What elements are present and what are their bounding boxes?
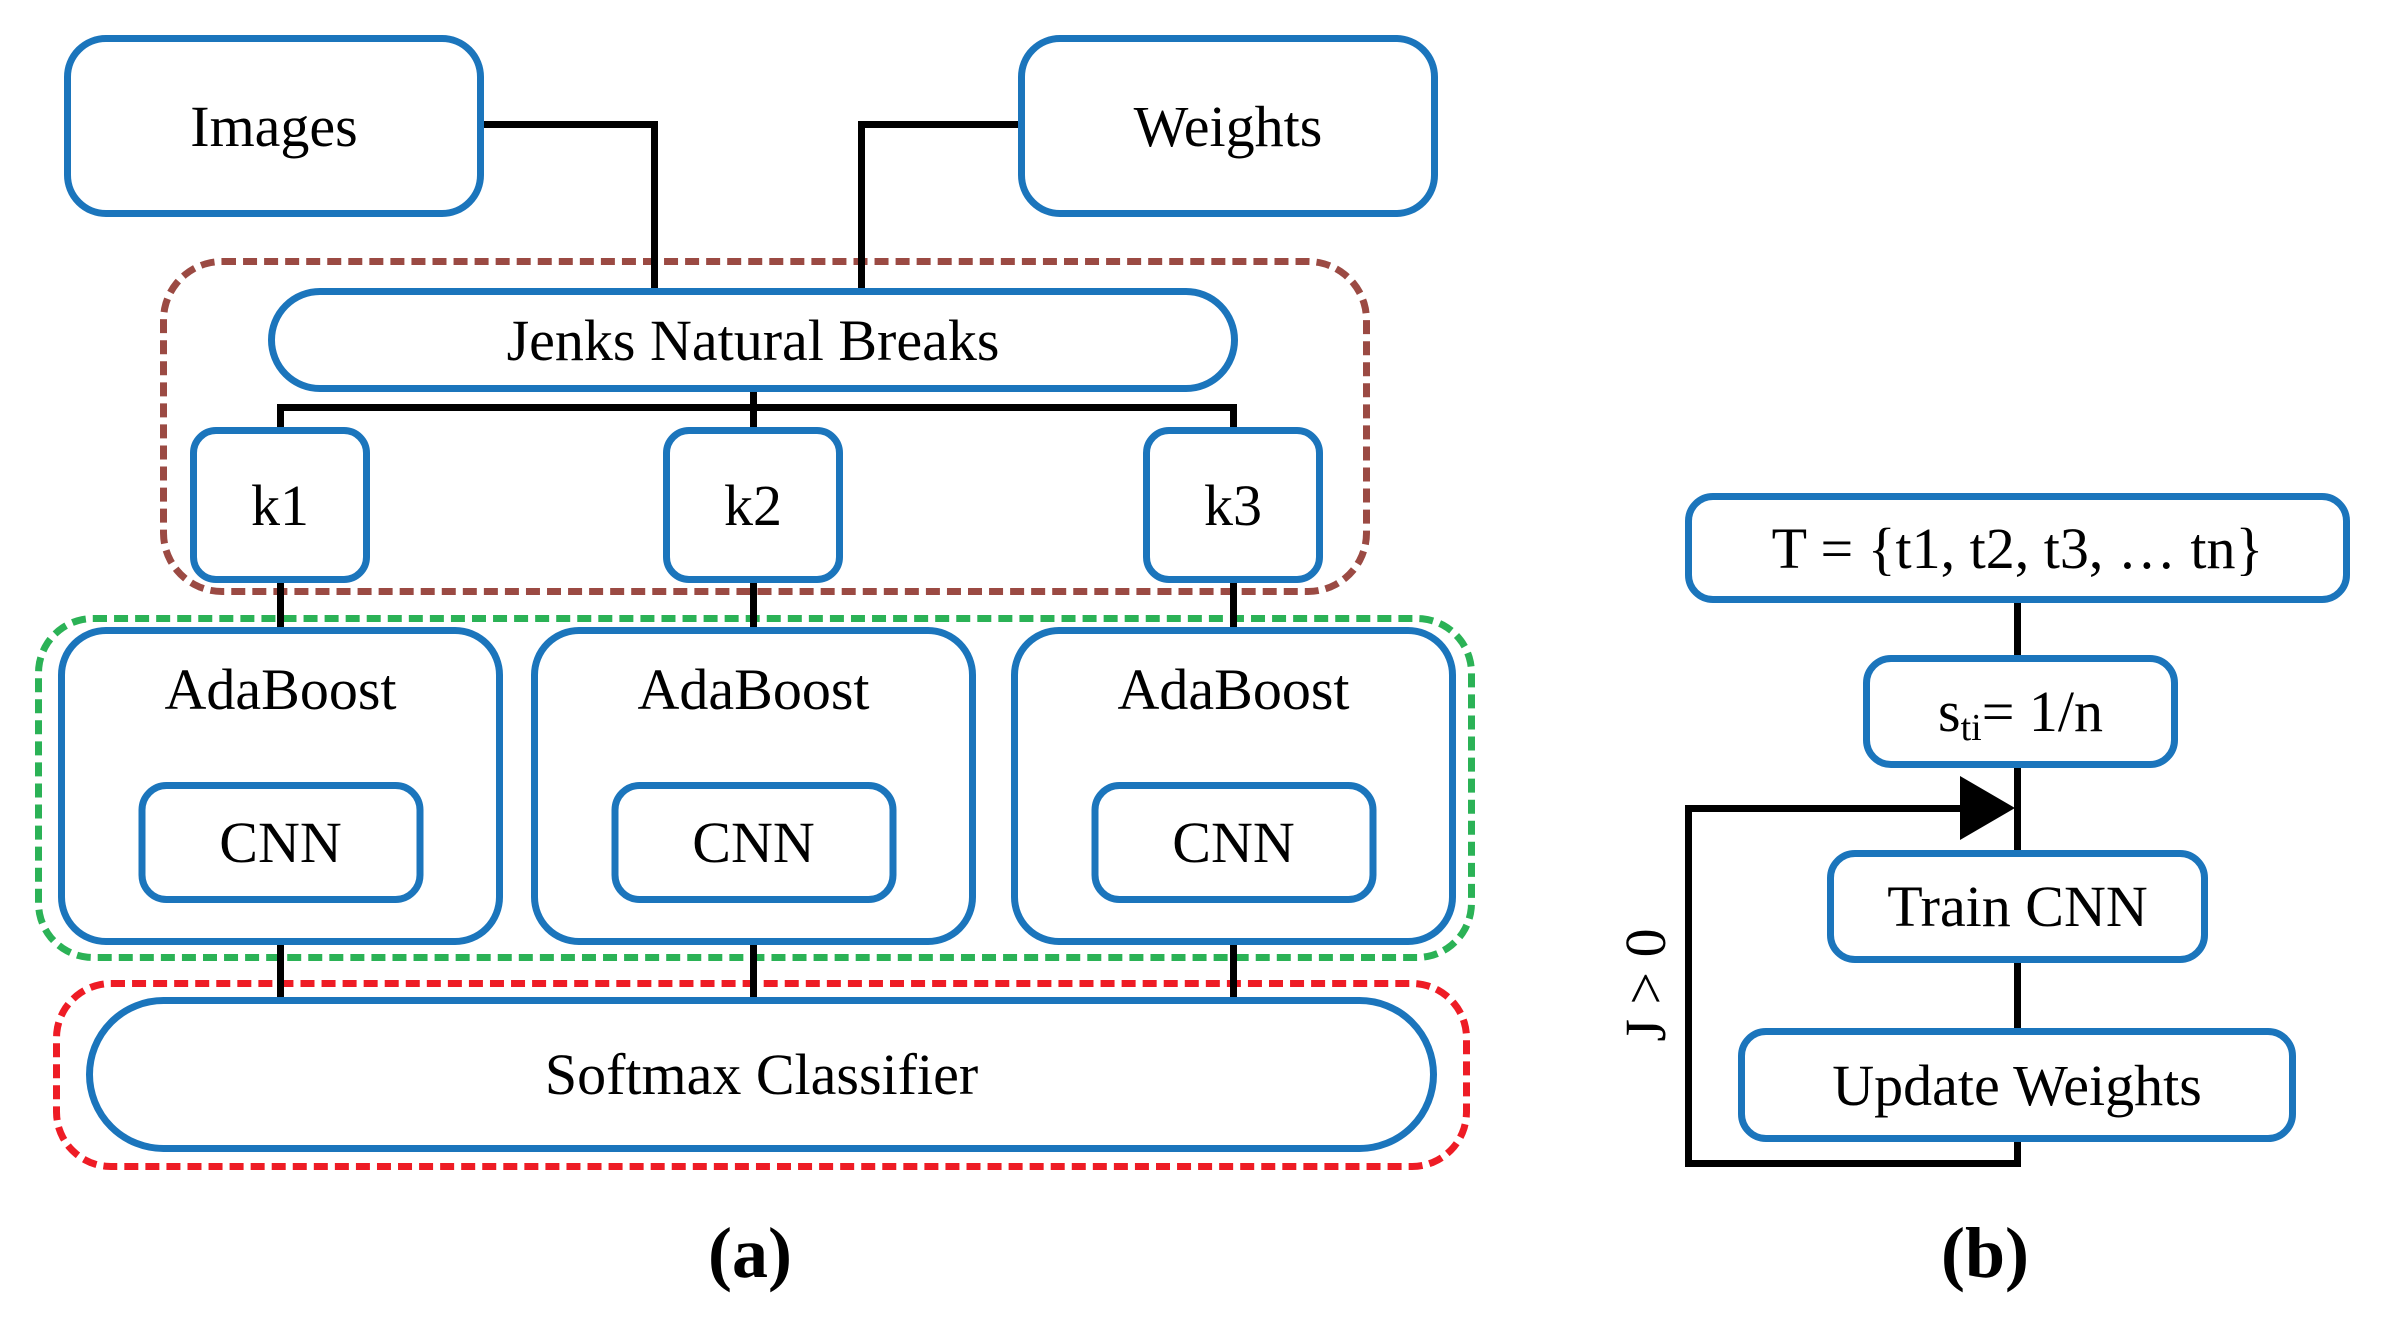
weights-node-label: Weights <box>1133 93 1323 159</box>
weights-node: Weights <box>1018 35 1438 217</box>
connector-weights-horizontal <box>858 121 1018 128</box>
k3-node: k3 <box>1143 427 1323 583</box>
adaboost1-node: AdaBoost CNN <box>58 627 503 945</box>
adaboost2-node: AdaBoost CNN <box>531 627 976 945</box>
adaboost3-label: AdaBoost <box>1117 657 1350 722</box>
adaboost1-label: AdaBoost <box>164 657 397 722</box>
connector-k2-to-adaboost2 <box>750 583 757 627</box>
training-set-label: T = {t1, t2, t3, … tn} <box>1771 515 2264 581</box>
classifier-group-outline <box>53 980 1470 1170</box>
connector-images-horizontal <box>482 121 658 128</box>
connector-update-to-loop <box>2014 1142 2021 1167</box>
training-set-node: T = {t1, t2, t3, … tn} <box>1685 493 2350 603</box>
adaboost2-label: AdaBoost <box>637 657 870 722</box>
connector-tset-to-s <box>2014 603 2021 655</box>
jenks-natural-breaks-node: Jenks Natural Breaks <box>268 288 1238 392</box>
connector-adaboost3-to-softmax <box>1230 945 1237 997</box>
weight-equation-value: = 1/n <box>1981 679 2104 744</box>
k1-node: k1 <box>190 427 370 583</box>
cnn3-node: CNN <box>1091 782 1376 903</box>
connector-images-vertical <box>651 121 658 288</box>
weight-equation-var: s <box>1937 679 1961 744</box>
connector-train-to-update <box>2014 963 2021 1028</box>
panel-a-caption: (a) <box>708 1213 792 1293</box>
connector-weights-vertical <box>858 121 865 288</box>
weight-equation-subscript: ti <box>1960 707 1982 749</box>
connector-adaboost2-to-softmax <box>750 945 757 997</box>
cnn3-label: CNN <box>1172 810 1295 875</box>
k2-node: k2 <box>663 427 843 583</box>
cnn1-node: CNN <box>138 782 423 903</box>
panel-b-caption: (b) <box>1941 1213 2029 1293</box>
loop-top-line <box>1685 805 1965 812</box>
k1-node-label: k1 <box>251 472 309 538</box>
connector-line-to-k1 <box>277 404 284 427</box>
jenks-node-label: Jenks Natural Breaks <box>506 307 1000 373</box>
adaboost3-node: AdaBoost CNN <box>1011 627 1456 945</box>
k2-node-label: k2 <box>724 472 782 538</box>
connector-k1-to-adaboost1 <box>277 583 284 627</box>
cnn2-node: CNN <box>611 782 896 903</box>
loop-left-line <box>1685 805 1692 1167</box>
cnn2-label: CNN <box>692 810 815 875</box>
loop-condition-label: J > 0 <box>1612 928 1678 1042</box>
train-cnn-label: Train CNN <box>1887 874 2148 939</box>
softmax-classifier-node: Softmax Classifier <box>86 997 1437 1152</box>
distribution-line <box>277 404 1234 411</box>
cnn1-label: CNN <box>219 810 342 875</box>
k3-node-label: k3 <box>1204 472 1262 538</box>
connector-k3-to-adaboost3 <box>1230 583 1237 627</box>
images-node-label: Images <box>190 93 358 159</box>
loop-bottom-line <box>1685 1160 2021 1167</box>
train-cnn-node: Train CNN <box>1827 850 2208 963</box>
update-weights-node: Update Weights <box>1738 1028 2296 1142</box>
update-weights-label: Update Weights <box>1832 1052 2202 1118</box>
connector-s-to-train <box>2014 768 2021 850</box>
images-node: Images <box>64 35 484 217</box>
connector-line-to-k3 <box>1230 404 1237 427</box>
softmax-node-label: Softmax Classifier <box>544 1042 979 1107</box>
loop-arrowhead-icon <box>1960 776 2015 840</box>
connector-adaboost1-to-softmax <box>277 945 284 997</box>
jenks-cluster-group-outline <box>160 258 1370 595</box>
